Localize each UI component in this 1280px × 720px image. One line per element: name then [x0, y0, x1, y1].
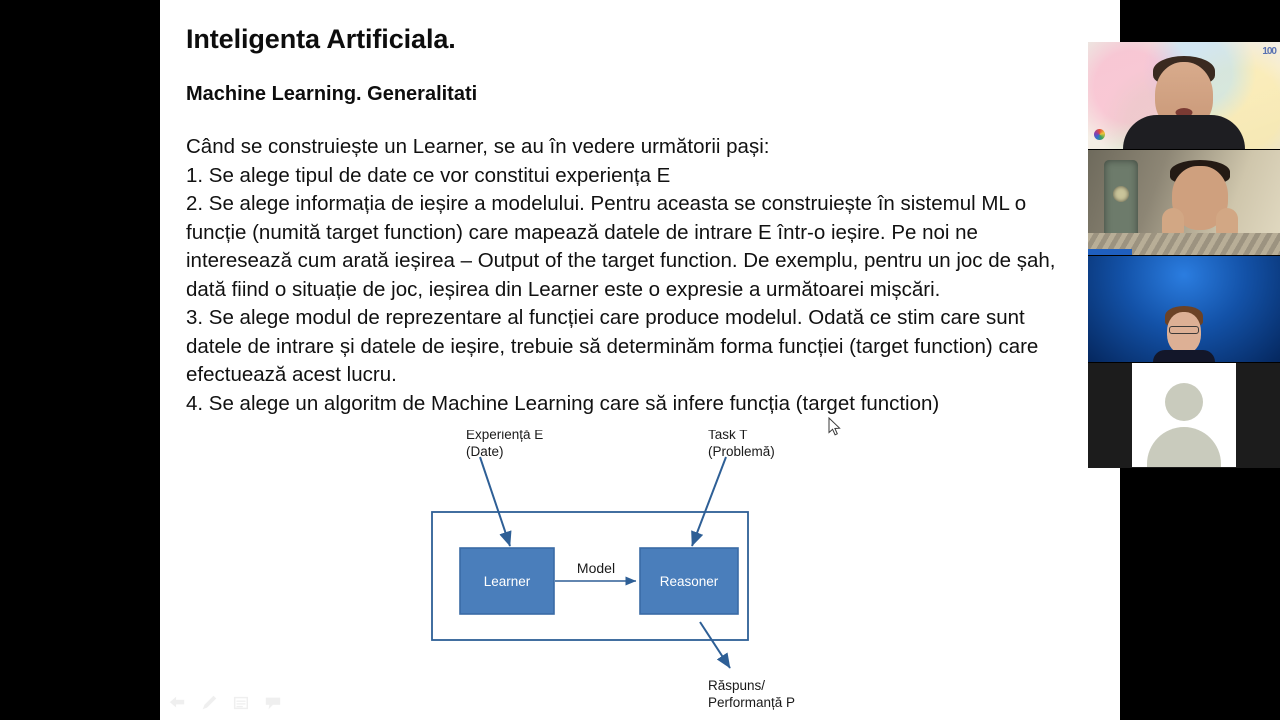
- body-paragraph-intro: Când se construiește un Learner, se au î…: [186, 135, 770, 158]
- tile2-shirt: [1088, 233, 1280, 255]
- tile1-mouth: [1175, 108, 1193, 117]
- arrow-reasoner-to-output: [699, 621, 731, 669]
- shared-slide-canvas: Inteligenta Artificiala. Machine Learnin…: [160, 0, 1120, 720]
- text-lines-icon[interactable]: [232, 694, 250, 712]
- tile2-active-speaker-bar: [1088, 249, 1132, 255]
- participant-tile-4[interactable]: [1088, 361, 1280, 468]
- slide-subtitle: Machine Learning. Generalitati: [186, 83, 478, 105]
- model-edge-label: Model: [577, 560, 615, 576]
- annotation-toolbar[interactable]: [168, 694, 282, 712]
- tile1-color-wheel-logo-icon: [1094, 128, 1105, 140]
- participant-tile-1[interactable]: 100: [1088, 42, 1280, 149]
- participant-tile-3[interactable]: [1088, 255, 1280, 362]
- pen-icon[interactable]: [200, 694, 218, 712]
- reasoner-box-label: Reasoner: [660, 574, 719, 589]
- body-paragraph-step-1: 1. Se alege tipul de date ce vor constit…: [186, 163, 671, 187]
- stamp-icon[interactable]: [264, 694, 282, 712]
- slide-body-text: Când se construiește un Learner, se au î…: [186, 133, 1086, 418]
- label-task-line2: (Problemă): [708, 444, 775, 459]
- body-paragraph-step-4: 4. Se alege un algoritm de Machine Learn…: [186, 391, 940, 415]
- participant-video-strip: 100: [1088, 42, 1280, 468]
- reasoner-box: [639, 547, 739, 615]
- slide-content: Inteligenta Artificiala. Machine Learnin…: [160, 0, 1120, 720]
- tile1-torso: [1123, 114, 1245, 149]
- arrow-experience-to-learner: [479, 456, 512, 547]
- label-output-line2: Performanță P: [708, 695, 795, 710]
- body-paragraph-step-3: 3. Se alege modul de reprezentare al fun…: [186, 306, 1039, 386]
- label-experience-line1: Experiență E: [466, 430, 543, 442]
- diagram-outer-frame: [431, 511, 749, 641]
- label-task-line1: Task T: [708, 430, 748, 442]
- avatar: [1132, 363, 1236, 468]
- learner-box: [459, 547, 555, 615]
- tile3-torso: [1153, 349, 1215, 362]
- learner-reasoner-diagram: Experiență E (Date) Task T (Problemă) Le…: [430, 430, 850, 720]
- arrow-task-to-reasoner: [691, 456, 727, 547]
- tile1-watermark: 100: [1262, 46, 1277, 57]
- avatar-body-icon: [1147, 427, 1221, 468]
- avatar-head-icon: [1165, 383, 1203, 422]
- pointer-back-icon[interactable]: [168, 694, 186, 712]
- label-output-line1: Răspuns/: [708, 678, 765, 693]
- label-experience-line2: (Date): [466, 444, 504, 459]
- participant-tile-2[interactable]: [1088, 148, 1280, 255]
- learner-box-label: Learner: [484, 574, 531, 589]
- tile3-glasses: [1169, 325, 1199, 334]
- body-paragraph-step-2: 2. Se alege informația de ieșire a model…: [186, 192, 1056, 301]
- tile2-robot-figure: [1104, 159, 1138, 248]
- slide-title: Inteligenta Artificiala.: [186, 24, 456, 54]
